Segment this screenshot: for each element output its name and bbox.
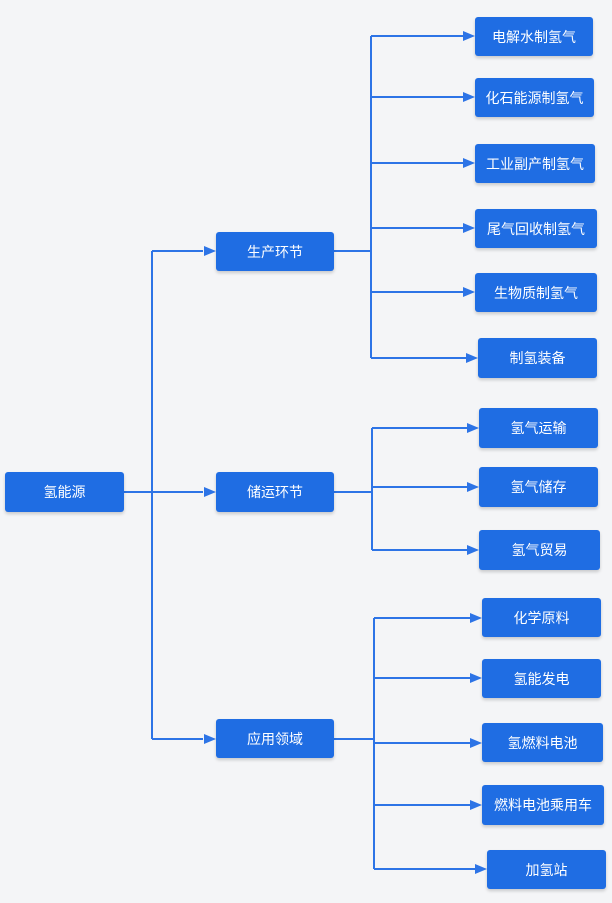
root-connector <box>124 250 203 740</box>
production-connector <box>334 35 466 359</box>
arrow-head <box>470 738 482 748</box>
application-connector <box>334 617 475 870</box>
arrow-head <box>463 158 475 168</box>
production-item[interactable]: 制氢装备 <box>478 338 597 378</box>
arrow-head <box>204 246 216 256</box>
arrow-head <box>467 482 479 492</box>
application-item[interactable]: 氢能发电 <box>482 659 601 698</box>
arrow-head <box>470 673 482 683</box>
category-production[interactable]: 生产环节 <box>216 232 334 271</box>
arrow-head <box>467 423 479 433</box>
arrow-head <box>475 864 487 874</box>
category-storage[interactable]: 储运环节 <box>216 472 334 512</box>
arrow-head <box>470 800 482 810</box>
production-item[interactable]: 生物质制氢气 <box>475 273 597 312</box>
arrow-head <box>463 223 475 233</box>
root-node[interactable]: 氢能源 <box>5 472 124 512</box>
arrow-head <box>463 31 475 41</box>
arrow-head <box>204 734 216 744</box>
arrow-head <box>467 545 479 555</box>
application-item[interactable]: 燃料电池乘用车 <box>482 785 604 825</box>
application-item[interactable]: 加氢站 <box>487 850 606 889</box>
storage-item[interactable]: 氢气储存 <box>479 467 598 507</box>
production-item[interactable]: 工业副产制氢气 <box>475 144 595 183</box>
arrow-head <box>204 487 216 497</box>
production-item[interactable]: 尾气回收制氢气 <box>475 209 597 248</box>
storage-connector <box>334 427 467 551</box>
arrow-head <box>470 613 482 623</box>
production-item[interactable]: 化石能源制氢气 <box>475 78 594 117</box>
arrow-head <box>463 287 475 297</box>
storage-item[interactable]: 氢气贸易 <box>479 530 600 570</box>
application-item[interactable]: 化学原料 <box>482 598 601 637</box>
arrow-head <box>466 353 478 363</box>
category-application[interactable]: 应用领域 <box>216 719 334 758</box>
storage-item[interactable]: 氢气运输 <box>479 408 598 448</box>
arrow-head <box>463 92 475 102</box>
production-item[interactable]: 电解水制氢气 <box>475 17 593 56</box>
application-item[interactable]: 氢燃料电池 <box>482 723 603 762</box>
